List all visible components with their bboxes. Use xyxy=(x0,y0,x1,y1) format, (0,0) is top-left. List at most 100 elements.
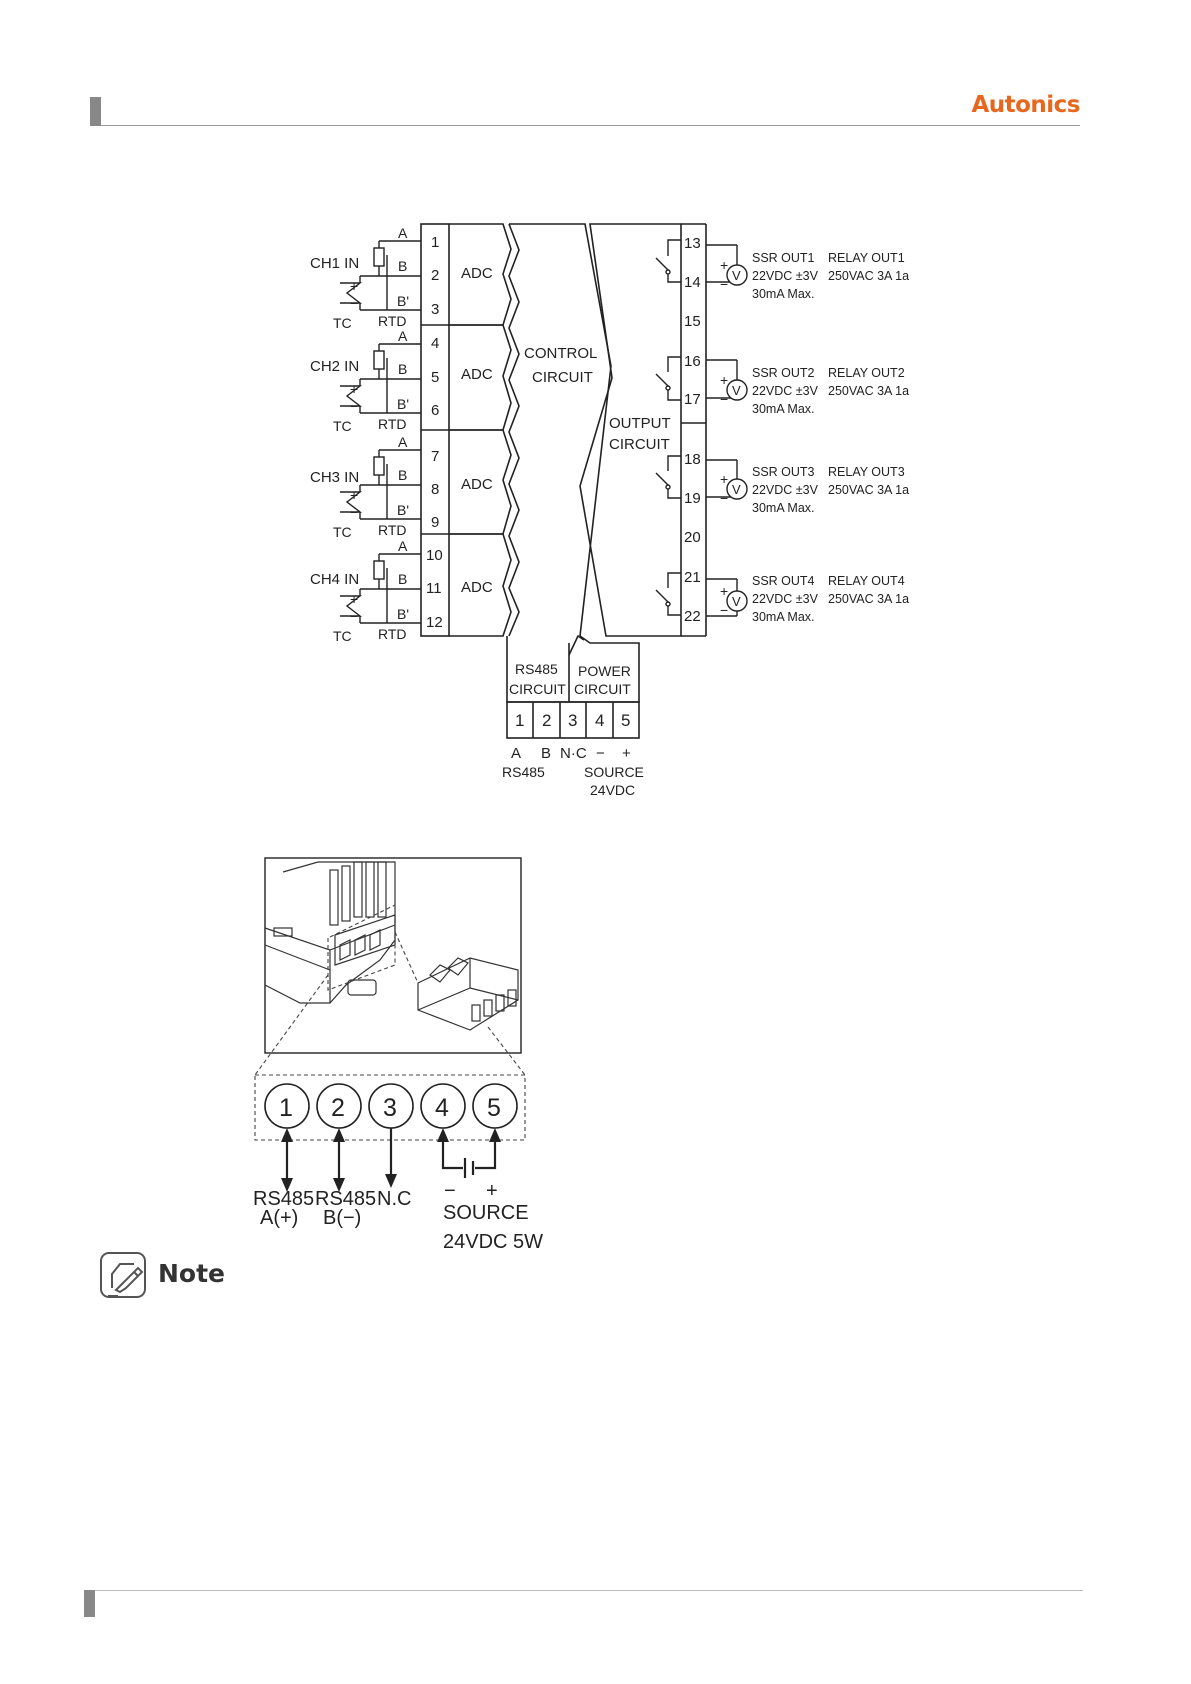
ch3-b: B xyxy=(398,467,407,483)
control-circuit-label-1: CONTROL xyxy=(524,345,597,362)
ch3-bp: B' xyxy=(397,502,409,518)
ch3-label: CH3 IN xyxy=(310,469,359,486)
terminal-17: 17 xyxy=(684,391,701,408)
terminal-1: 1 xyxy=(431,234,439,251)
terminal-5: 5 xyxy=(431,369,439,386)
wiring-diagram: ADC ADC ADC ADC CONTROL CIRCUIT OUTPUT C… xyxy=(310,223,909,798)
terminal-19: 19 xyxy=(684,490,701,507)
pin-3: 3 xyxy=(383,1094,397,1122)
terminal-21: 21 xyxy=(684,569,701,586)
ch1-label: CH1 IN xyxy=(310,255,359,272)
rs485-circuit-2: CIRCUIT xyxy=(509,681,566,697)
bottom-terminal-1: 1 xyxy=(515,711,524,730)
out2-relay-spec: 250VAC 3A 1a xyxy=(828,384,909,398)
bottom-signal-a: A xyxy=(511,745,521,762)
out3-ssr: SSR OUT3 xyxy=(752,465,815,479)
output-circuit-label-2: CIRCUIT xyxy=(609,436,670,453)
ch2-bp: B' xyxy=(397,396,409,412)
ch1-b: B xyxy=(398,258,407,274)
ch1-rtd: RTD xyxy=(378,313,407,329)
label-minus: − xyxy=(444,1180,456,1202)
terminal-10: 10 xyxy=(426,547,443,564)
label-plus: + xyxy=(486,1180,498,1202)
out4-ssr-max: 30mA Max. xyxy=(752,610,815,624)
out2-relay: RELAY OUT2 xyxy=(828,366,905,380)
pin-1: 1 xyxy=(279,1094,293,1122)
out3-plus: + xyxy=(720,471,728,487)
ch4-rtd: RTD xyxy=(378,626,407,642)
label-rs485-a-1: RS485 xyxy=(253,1188,314,1210)
ch2-label: CH2 IN xyxy=(310,358,359,375)
ch1-plus: + xyxy=(350,278,358,294)
terminal-7: 7 xyxy=(431,448,439,465)
ch2-minus: − xyxy=(350,398,358,414)
out2-ssr-max: 30mA Max. xyxy=(752,402,815,416)
terminal-14: 14 xyxy=(684,274,701,291)
connector-illustration: 1 2 3 4 5 RS485 A(+) RS485 B(−) N.C − + … xyxy=(253,857,543,1253)
terminal-12: 12 xyxy=(426,614,443,631)
out2-ssr: SSR OUT2 xyxy=(752,366,815,380)
terminal-2: 2 xyxy=(431,267,439,284)
out1-ssr: SSR OUT1 xyxy=(752,251,815,265)
terminal-22: 22 xyxy=(684,608,701,625)
ch4-label: CH4 IN xyxy=(310,571,359,588)
out2-ssr-spec: 22VDC ±3V xyxy=(752,384,819,398)
out2-plus: + xyxy=(720,372,728,388)
power-circuit-1: POWER xyxy=(578,663,631,679)
terminal-11: 11 xyxy=(426,580,442,597)
bottom-signal-b: B xyxy=(541,745,551,762)
control-circuit-label-2: CIRCUIT xyxy=(532,369,593,386)
bottom-terminal-3: 3 xyxy=(568,711,577,730)
pin-2: 2 xyxy=(331,1094,345,1122)
adc3-label: ADC xyxy=(461,476,493,493)
ch3-tc: TC xyxy=(333,524,352,540)
label-source-spec: 24VDC 5W xyxy=(443,1231,543,1253)
note-title: Note xyxy=(158,1259,226,1288)
rs485-circuit-1: RS485 xyxy=(515,661,558,677)
out3-minus: − xyxy=(720,490,728,506)
pin-4: 4 xyxy=(435,1094,449,1122)
out1-ssr-spec: 22VDC ±3V xyxy=(752,269,819,283)
v-symbol-1: V xyxy=(732,268,741,283)
out1-minus: − xyxy=(720,276,728,292)
terminal-8: 8 xyxy=(431,481,439,498)
v-symbol-3: V xyxy=(732,482,741,497)
out3-relay-spec: 250VAC 3A 1a xyxy=(828,483,909,497)
header-bar xyxy=(90,97,101,126)
power-circuit-2: CIRCUIT xyxy=(574,681,631,697)
v-symbol-2: V xyxy=(732,383,741,398)
label-nc: N.C xyxy=(377,1188,411,1210)
bottom-source-label: SOURCE xyxy=(584,764,644,780)
ch2-plus: + xyxy=(350,381,358,397)
output-circuit-label-1: OUTPUT xyxy=(609,415,671,432)
footer-bar xyxy=(84,1590,95,1617)
ch3-plus: + xyxy=(350,487,358,503)
ch4-a: A xyxy=(398,538,408,554)
out3-relay: RELAY OUT3 xyxy=(828,465,905,479)
v-symbol-4: V xyxy=(732,594,741,609)
bottom-terminal-2: 2 xyxy=(542,711,551,730)
label-source: SOURCE xyxy=(443,1202,529,1224)
bottom-terminal-4: 4 xyxy=(595,711,604,730)
out1-relay-spec: 250VAC 3A 1a xyxy=(828,269,909,283)
pin-5: 5 xyxy=(487,1094,501,1122)
ch2-rtd: RTD xyxy=(378,416,407,432)
ch2-b: B xyxy=(398,361,407,377)
bottom-rs485-label: RS485 xyxy=(502,764,545,780)
adc1-label: ADC xyxy=(461,265,493,282)
label-rs485-b-2: B(−) xyxy=(323,1207,361,1229)
out4-minus: − xyxy=(720,602,728,618)
terminal-13: 13 xyxy=(684,235,701,252)
note-icon xyxy=(100,1252,146,1298)
ch1-tc: TC xyxy=(333,315,352,331)
ch2-tc: TC xyxy=(333,418,352,434)
ch4-tc: TC xyxy=(333,628,352,644)
terminal-6: 6 xyxy=(431,402,439,419)
terminal-18: 18 xyxy=(684,451,701,468)
bottom-signal-plus: + xyxy=(622,745,631,762)
ch4-minus: − xyxy=(350,608,358,624)
ch4-b: B xyxy=(398,571,407,587)
adc4-label: ADC xyxy=(461,579,493,596)
out3-ssr-max: 30mA Max. xyxy=(752,501,815,515)
out1-relay: RELAY OUT1 xyxy=(828,251,905,265)
